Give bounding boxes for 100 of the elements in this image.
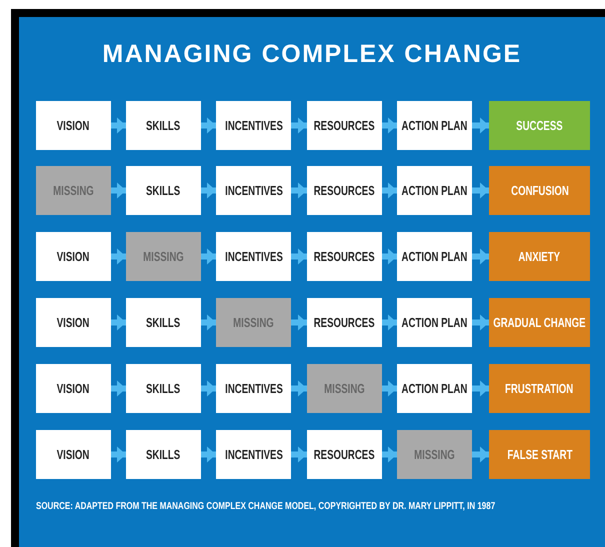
arrow xyxy=(111,314,126,330)
arrow xyxy=(201,248,216,264)
arrow xyxy=(201,314,216,330)
step-box xyxy=(126,298,201,347)
box-label: MISSING xyxy=(324,381,365,396)
step-box xyxy=(36,232,111,281)
step-box xyxy=(397,101,472,150)
box-label: VISION xyxy=(57,118,90,133)
box-label: ANXIETY xyxy=(518,249,560,264)
box-label: VISION xyxy=(57,381,90,396)
arrow xyxy=(201,446,216,462)
step-box xyxy=(216,101,291,150)
arrow xyxy=(111,446,126,462)
box-label: VISION xyxy=(57,447,90,462)
box-label: SKILLS xyxy=(146,447,181,462)
arrow xyxy=(201,118,216,134)
step-box xyxy=(216,364,291,413)
box-label: FRUSTRATION xyxy=(505,381,574,396)
box-label: SKILLS xyxy=(146,315,181,330)
box-label: SKILLS xyxy=(146,118,181,133)
step-box xyxy=(307,166,382,215)
step-box xyxy=(397,364,472,413)
arrow xyxy=(472,118,489,134)
outcome-box xyxy=(489,364,590,413)
box-label: SKILLS xyxy=(146,183,181,198)
arrow xyxy=(291,118,307,134)
box-label: GRADUAL CHANGE xyxy=(493,315,586,330)
outcome-box xyxy=(489,298,590,347)
missing-step-box xyxy=(36,166,111,215)
box-label: RESOURCES xyxy=(314,447,375,462)
box-label: SKILLS xyxy=(146,381,181,396)
outcome-box xyxy=(489,232,590,281)
box-label: CONFUSION xyxy=(510,183,568,198)
arrow xyxy=(382,182,397,198)
step-box xyxy=(216,166,291,215)
box-label: INCENTIVES xyxy=(224,118,282,133)
step-box xyxy=(36,430,111,479)
missing-step-box xyxy=(397,430,472,479)
arrow xyxy=(111,380,126,396)
step-box xyxy=(397,298,472,347)
arrow xyxy=(472,446,489,462)
box-label: INCENTIVES xyxy=(224,183,282,198)
missing-step-box xyxy=(126,232,201,281)
step-box xyxy=(126,364,201,413)
step-box xyxy=(307,430,382,479)
arrow xyxy=(382,118,397,134)
arrow xyxy=(111,248,126,264)
step-box xyxy=(126,430,201,479)
box-label: MISSING xyxy=(53,183,94,198)
box-label: ACTION PLAN xyxy=(402,381,468,396)
arrow xyxy=(382,314,397,330)
outcome-box xyxy=(489,101,590,150)
title: MANAGING COMPLEX CHANGE xyxy=(101,40,523,69)
source-note: SOURCE: ADAPTED FROM THE MANAGING COMPLEX CHANGE MODEL, COPYRIGHTED BY DR. MARY LIPPITT, IN 1987 xyxy=(36,501,496,512)
box-label: MISSING xyxy=(414,447,455,462)
box-label: VISION xyxy=(57,249,90,264)
arrow xyxy=(291,248,307,264)
box-label: ACTION PLAN xyxy=(402,315,468,330)
arrow xyxy=(382,248,397,264)
arrow xyxy=(291,380,307,396)
box-label: INCENTIVES xyxy=(224,381,282,396)
box-label: RESOURCES xyxy=(314,183,375,198)
arrow xyxy=(472,380,489,396)
step-box xyxy=(216,232,291,281)
step-box xyxy=(126,101,201,150)
missing-step-box xyxy=(216,298,291,347)
box-label: MISSING xyxy=(233,315,274,330)
arrow xyxy=(201,182,216,198)
box-label: ACTION PLAN xyxy=(402,249,468,264)
arrow xyxy=(291,182,307,198)
box-label: ACTION PLAN xyxy=(402,183,468,198)
arrow xyxy=(111,118,126,134)
box-label: ACTION PLAN xyxy=(402,118,468,133)
step-box xyxy=(307,298,382,347)
step-box xyxy=(397,232,472,281)
step-box xyxy=(36,298,111,347)
arrow xyxy=(291,446,307,462)
arrow xyxy=(291,314,307,330)
missing-step-box xyxy=(307,364,382,413)
step-box xyxy=(307,101,382,150)
box-label: RESOURCES xyxy=(314,315,375,330)
box-label: INCENTIVES xyxy=(224,249,282,264)
box-label: VISION xyxy=(57,315,90,330)
step-box xyxy=(36,101,111,150)
box-label: RESOURCES xyxy=(314,118,375,133)
arrow xyxy=(111,182,126,198)
step-box xyxy=(126,166,201,215)
box-label: INCENTIVES xyxy=(224,447,282,462)
arrow xyxy=(201,380,216,396)
outcome-box xyxy=(489,430,590,479)
outcome-box xyxy=(489,166,590,215)
step-box xyxy=(216,430,291,479)
box-label: MISSING xyxy=(143,249,184,264)
box-label: SUCCESS xyxy=(516,118,563,133)
arrow xyxy=(472,248,489,264)
arrow xyxy=(472,314,489,330)
box-label: RESOURCES xyxy=(314,249,375,264)
arrow xyxy=(472,182,489,198)
arrow xyxy=(382,446,397,462)
box-label: FALSE START xyxy=(506,447,572,462)
